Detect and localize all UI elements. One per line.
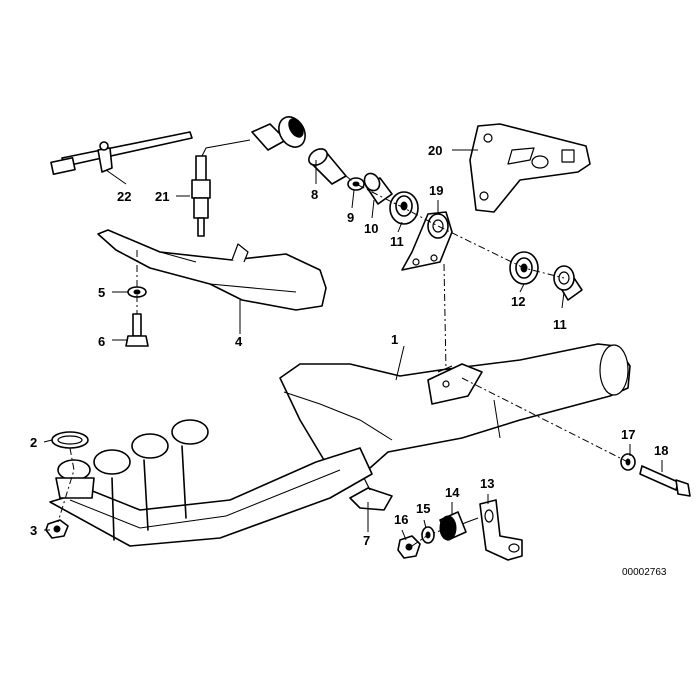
callout-21: 21: [155, 189, 169, 204]
callout-13: 13: [480, 476, 494, 491]
part-3-nut: [45, 519, 69, 539]
callout-14: 14: [445, 485, 460, 500]
callout-4: 4: [235, 334, 243, 349]
callout-7: 7: [363, 533, 370, 548]
part-14-rubber-buffer: [439, 511, 479, 541]
callout-2: 2: [30, 435, 37, 450]
leader-lines: [43, 149, 663, 541]
exhaust-header-pipes: [49, 419, 373, 547]
part-16-nut: [397, 535, 421, 559]
part-1-exhaust-silencer: [279, 343, 631, 475]
callout-12: 12: [511, 294, 525, 309]
assembly-lines: [57, 175, 629, 547]
diagram-reference-number: 00002763: [622, 567, 667, 578]
part-18-long-bolt: [639, 465, 691, 497]
callout-8: 8: [311, 187, 318, 202]
callout-20: 20: [428, 143, 442, 158]
callout-labels: 1 2 3 4 5 6 7 8 9 10 11 11 12 13 14 15 1…: [30, 143, 668, 548]
callout-16: 16: [394, 512, 408, 527]
callout-11-lower: 11: [553, 317, 567, 332]
part-21-oxygen-sensor: [191, 116, 306, 237]
callout-10: 10: [364, 221, 378, 236]
part-7-clamp: [349, 477, 393, 511]
part-20-mounting-bracket: [469, 123, 591, 213]
callout-3: 3: [30, 523, 37, 538]
callout-11-upper: 11: [390, 234, 404, 249]
callout-9: 9: [347, 210, 354, 225]
part-13-bracket: [479, 499, 523, 561]
callout-15: 15: [416, 501, 430, 516]
callout-17: 17: [621, 427, 635, 442]
callout-6: 6: [98, 334, 105, 349]
callout-22: 22: [117, 189, 131, 204]
part-4-heat-shield: [97, 229, 327, 311]
part-6-bolt: [125, 313, 149, 347]
callout-18: 18: [654, 443, 668, 458]
part-2-gasket-ring: [51, 431, 89, 449]
callout-1: 1: [391, 332, 398, 347]
part-11-sleeve-lower: [553, 265, 583, 301]
part-10-spacer-sleeve: [363, 172, 393, 205]
part-22-cable-tie: [50, 131, 193, 175]
callout-19: 19: [429, 183, 443, 198]
part-8-bolt: [308, 148, 347, 185]
callout-5: 5: [98, 285, 105, 300]
